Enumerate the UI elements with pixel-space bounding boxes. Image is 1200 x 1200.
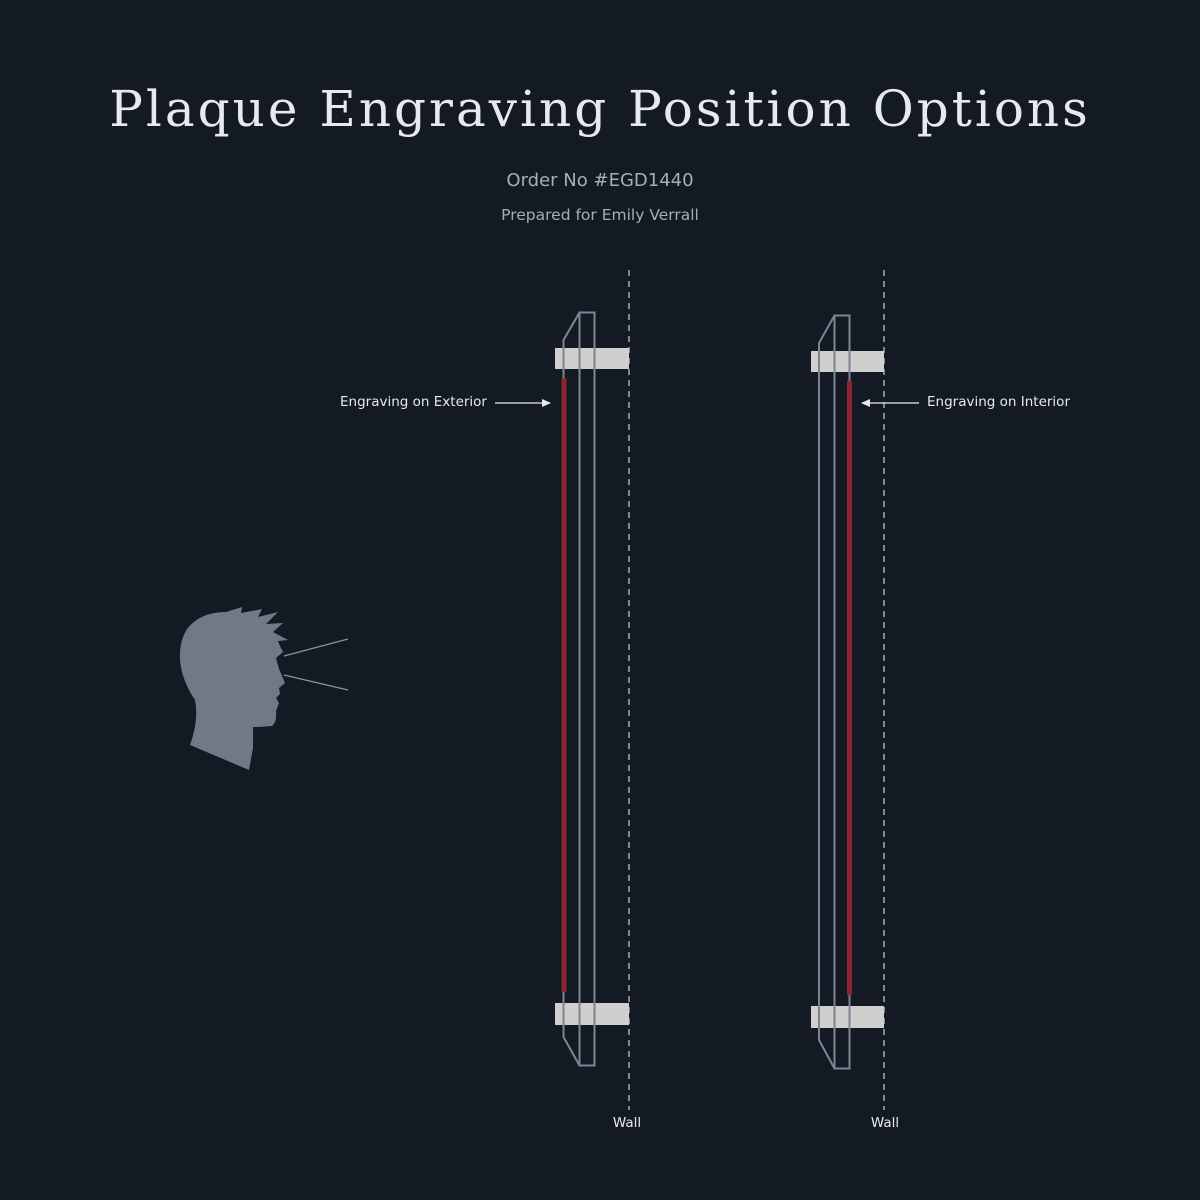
head-silhouette-icon bbox=[179, 607, 349, 770]
standoff-top bbox=[555, 348, 629, 369]
exterior-mount-diagram: Engraving on Exterior Wall bbox=[340, 270, 641, 1131]
front-panel bbox=[818, 315, 836, 1069]
standoff-top bbox=[811, 351, 884, 372]
order-number: Order No #EGD1440 bbox=[506, 170, 694, 191]
prepared-for: Prepared for Emily Verrall bbox=[501, 206, 699, 224]
interior-mount-diagram: Engraving on Interior Wall bbox=[811, 270, 1070, 1131]
wall-label: Wall bbox=[871, 1115, 899, 1131]
standoff-bottom bbox=[555, 1003, 629, 1025]
back-panel bbox=[578, 311, 596, 1067]
exterior-label: Engraving on Exterior bbox=[340, 394, 487, 410]
standoff-bottom bbox=[811, 1006, 884, 1028]
wall-label: Wall bbox=[613, 1115, 641, 1131]
interior-label: Engraving on Interior bbox=[927, 394, 1070, 410]
page-title: Plaque Engraving Position Options bbox=[109, 80, 1091, 138]
